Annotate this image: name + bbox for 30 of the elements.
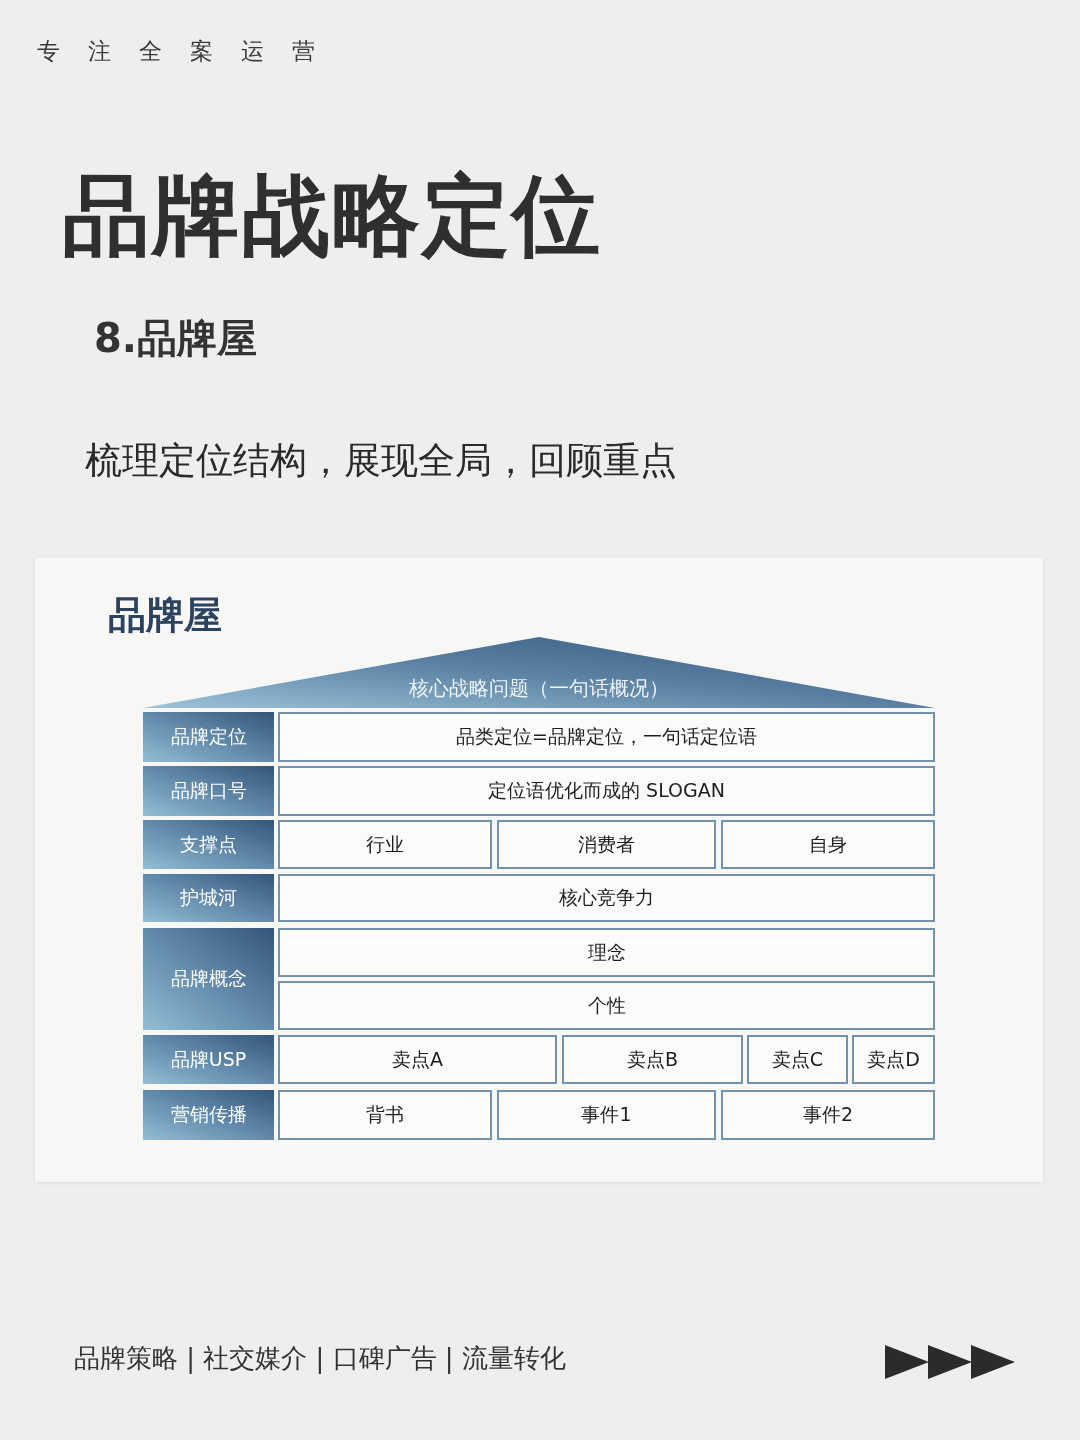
footer-text: 品牌策略 | 社交媒介 | 口碑广告 | 流量转化 bbox=[74, 1342, 566, 1376]
content-cell: 自身 bbox=[721, 820, 935, 869]
house-card bbox=[35, 558, 1043, 1182]
content-cell: 行业 bbox=[278, 820, 492, 869]
content-cell: 卖点B bbox=[562, 1035, 743, 1084]
roof-banner: 核心战略问题（一句话概况） bbox=[143, 637, 935, 708]
card-heading: 品牌屋 bbox=[108, 592, 222, 638]
row-header-cell: 支撑点 bbox=[143, 820, 274, 869]
content-cell: 卖点D bbox=[852, 1035, 935, 1084]
content-cell: 卖点A bbox=[278, 1035, 557, 1084]
intro-text: 梳理定位结构，展现全局，回顾重点 bbox=[85, 438, 677, 484]
row-header-cell: 品牌USP bbox=[143, 1035, 274, 1084]
content-cell: 品类定位=品牌定位，一句话定位语 bbox=[278, 712, 935, 762]
content-cell: 事件2 bbox=[721, 1090, 935, 1140]
content-cell: 理念 bbox=[278, 928, 935, 977]
tagline: 专注全案运营 bbox=[37, 38, 343, 66]
content-cell: 消费者 bbox=[497, 820, 716, 869]
content-cell: 卖点C bbox=[747, 1035, 848, 1084]
section-subtitle: 8.品牌屋 bbox=[94, 314, 258, 362]
row-header-cell: 品牌定位 bbox=[143, 712, 274, 762]
content-cell: 定位语优化而成的 SLOGAN bbox=[278, 766, 935, 816]
row-header-cell: 品牌概念 bbox=[143, 928, 274, 1030]
content-cell: 背书 bbox=[278, 1090, 492, 1140]
content-cell: 个性 bbox=[278, 981, 935, 1030]
page-title: 品牌战略定位 bbox=[62, 168, 602, 265]
content-cell: 核心竞争力 bbox=[278, 874, 935, 922]
row-header-cell: 护城河 bbox=[143, 874, 274, 922]
row-header-cell: 品牌口号 bbox=[143, 766, 274, 816]
row-header-cell: 营销传播 bbox=[143, 1090, 274, 1140]
content-cell: 事件1 bbox=[497, 1090, 716, 1140]
